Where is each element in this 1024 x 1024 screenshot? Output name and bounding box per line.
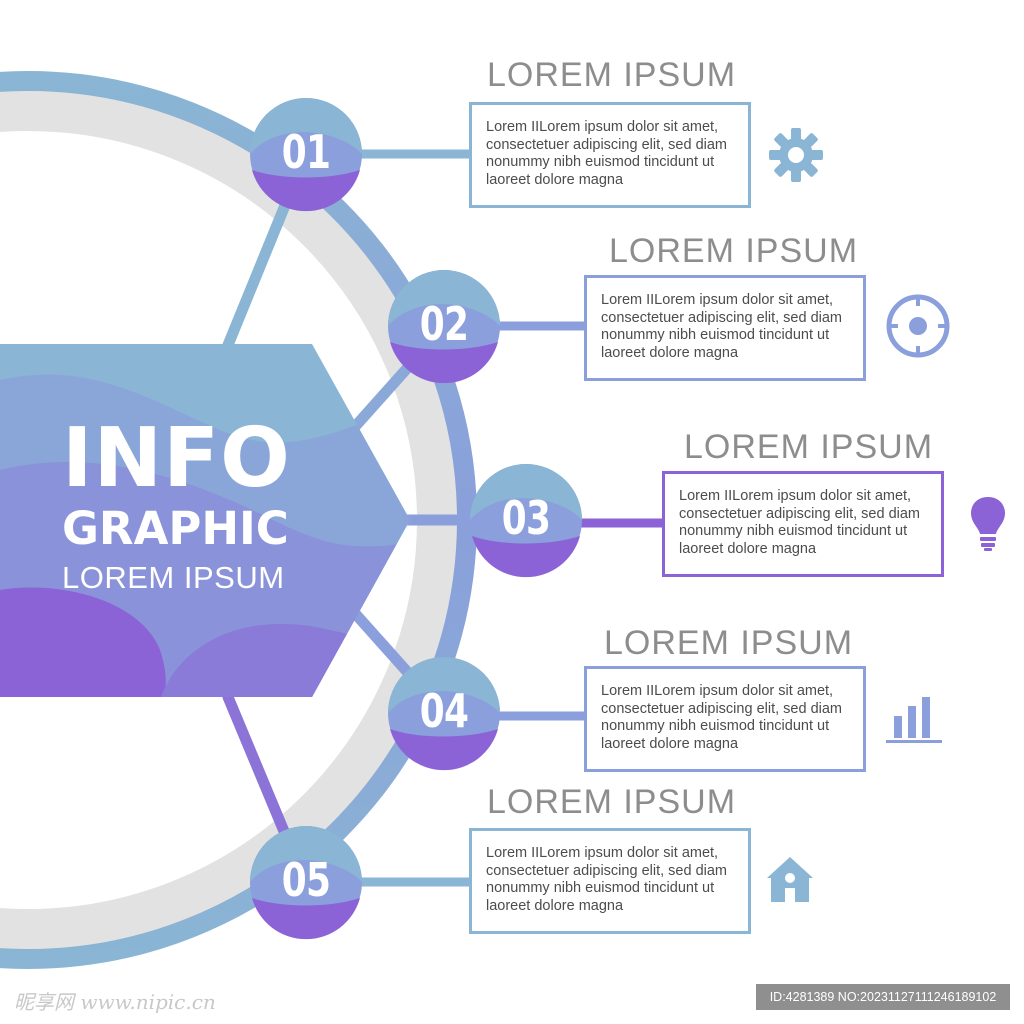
step-title-4: LOREM IPSUM [604, 624, 854, 662]
step-text-4: Lorem IILorem ipsum dolor sit amet, cons… [601, 683, 842, 752]
hero-subtitle: GRAPHIC [62, 502, 289, 555]
hero-title: INFO [62, 411, 291, 506]
step-box-4: Lorem IILorem ipsum dolor sit amet, cons… [584, 666, 866, 772]
step-circle-4 [388, 657, 500, 771]
step-box-1: Lorem IILorem ipsum dolor sit amet, cons… [469, 102, 751, 208]
step-box-2: Lorem IILorem ipsum dolor sit amet, cons… [584, 275, 866, 381]
step-box-5: Lorem IILorem ipsum dolor sit amet, cons… [469, 828, 751, 934]
step-number-3: 03 [501, 491, 551, 545]
gear-icon [769, 128, 823, 182]
lightbulb-icon [971, 497, 1005, 551]
connectors [360, 149, 664, 887]
step-circle-2 [388, 270, 500, 384]
step-box-3: Lorem IILorem ipsum dolor sit amet, cons… [662, 471, 944, 577]
step-title-1: LOREM IPSUM [487, 56, 737, 94]
step-title-3: LOREM IPSUM [684, 428, 934, 466]
step-text-1: Lorem IILorem ipsum dolor sit amet, cons… [486, 119, 727, 188]
step-number-4: 04 [419, 684, 469, 738]
step-number-1: 01 [281, 125, 331, 179]
step-circle-3 [470, 464, 582, 578]
step-title-2: LOREM IPSUM [609, 232, 859, 270]
step-text-5: Lorem IILorem ipsum dolor sit amet, cons… [486, 845, 727, 914]
step-title-5: LOREM IPSUM [487, 783, 737, 821]
step-circle-1 [250, 98, 362, 212]
spokes [222, 148, 532, 890]
target-icon [886, 294, 950, 358]
hero-banner [0, 344, 410, 697]
step-number-2: 02 [419, 297, 469, 351]
step-circle-5 [250, 826, 362, 940]
step-text-3: Lorem IILorem ipsum dolor sit amet, cons… [679, 488, 920, 557]
hero-tagline: LOREM IPSUM [62, 560, 285, 595]
home-icon [767, 857, 813, 902]
step-number-5: 05 [281, 853, 331, 907]
step-text-2: Lorem IILorem ipsum dolor sit amet, cons… [601, 292, 842, 361]
watermark-left: 昵享网 www.nipic.cn [14, 990, 216, 1014]
bar-chart-icon [886, 697, 942, 743]
watermark-id: ID:4281389 NO:20231127111246189102 [756, 984, 1010, 1010]
